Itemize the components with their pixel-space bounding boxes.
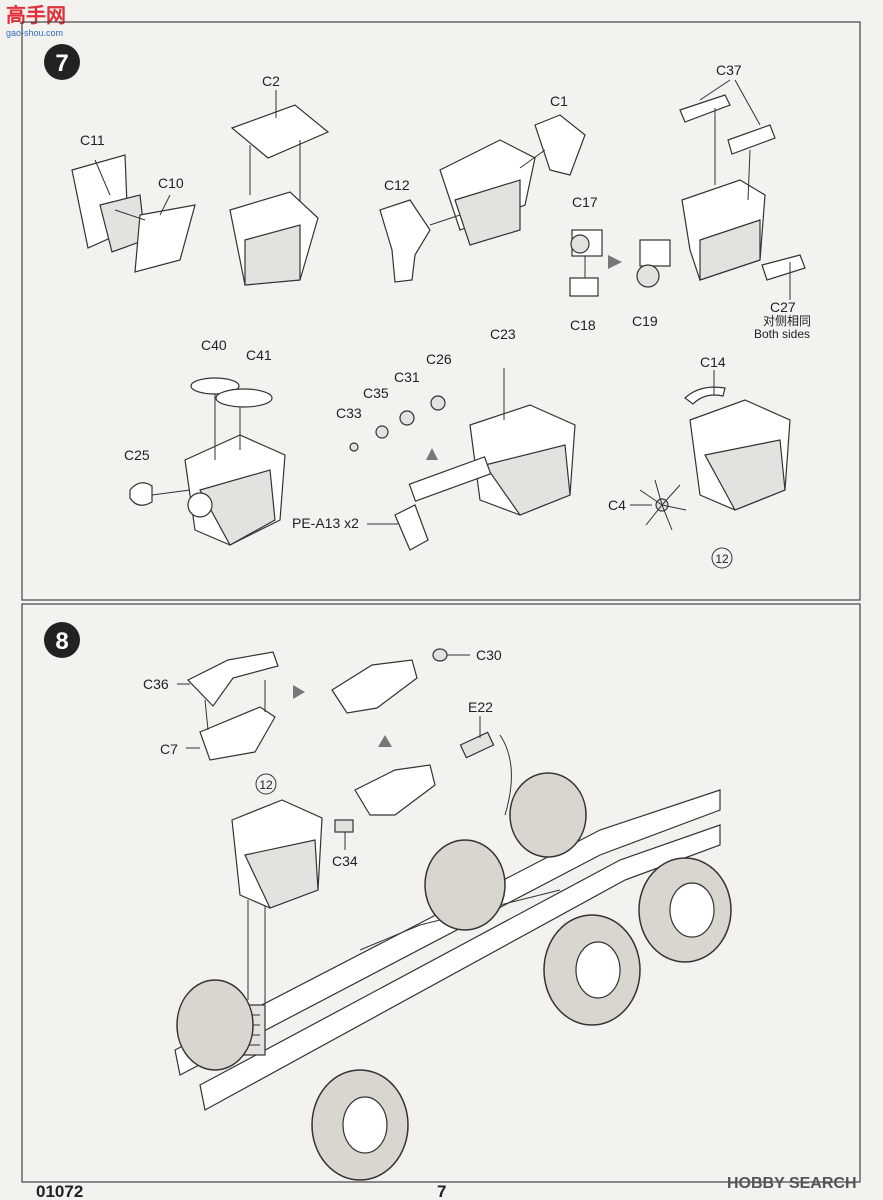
- c2-assembly: C2: [229, 73, 330, 286]
- label-c27-note-en: Both sides: [754, 327, 810, 341]
- label-c33: C33: [336, 405, 362, 421]
- engine-step-8: 12: [231, 773, 323, 1005]
- wheel-front-right: [311, 1069, 409, 1181]
- label-c17: C17: [572, 194, 598, 210]
- label-c11: C11: [80, 132, 105, 148]
- wheel-rear-right-1: [543, 914, 641, 1026]
- step-7-number: 7: [55, 50, 68, 77]
- wheel-rear-left-2: [509, 772, 587, 858]
- wheel-rear-right-2: [638, 857, 732, 963]
- label-c12: C12: [384, 177, 410, 193]
- label-c23: C23: [490, 326, 516, 342]
- wheel-rear-left-1: [424, 839, 506, 931]
- e22-assembly: E22 C34: [332, 699, 512, 869]
- label-c37: C37: [716, 62, 742, 78]
- c17-c18-c19-assembly: C17 C18 C19: [569, 194, 671, 333]
- label-pe-a13: PE-A13 x2: [292, 515, 359, 531]
- label-c41: C41: [246, 347, 272, 363]
- label-c31: C31: [394, 369, 420, 385]
- label-c27: C27: [770, 299, 796, 315]
- step-8-ref-12: 12: [259, 778, 273, 792]
- label-c26: C26: [426, 351, 452, 367]
- label-c1: C1: [550, 93, 568, 109]
- step-8-frame: [21, 603, 861, 1183]
- label-c10: C10: [158, 175, 184, 191]
- label-c40: C40: [201, 337, 227, 353]
- engine-pulley-assembly: C23 C26 C31 C35 C33 PE-A13 x2: [292, 326, 576, 551]
- label-c36: C36: [143, 676, 169, 692]
- c37-c27-assembly: C37 C27 对侧相同 Both sides: [679, 62, 811, 341]
- label-c35: C35: [363, 385, 389, 401]
- page-number: 7: [437, 1182, 446, 1200]
- fan: [639, 479, 687, 531]
- step-7-badge: 7: [44, 44, 80, 80]
- c12-c1-assembly: C12 C1: [379, 93, 586, 283]
- label-c27-note-cn: 对侧相同: [763, 314, 811, 328]
- label-c2: C2: [262, 73, 280, 89]
- c11-c10-assembly: C11 C10: [71, 132, 196, 273]
- label-c25: C25: [124, 447, 150, 463]
- c30-housing-assembly: C30: [331, 647, 502, 747]
- watermark-url: gao-shou.com: [6, 28, 63, 38]
- step-8-number: 8: [55, 628, 68, 655]
- c36-c7-assembly: C36 C7: [143, 651, 305, 761]
- watermark-logo: 高手网: [6, 3, 66, 27]
- label-c4: C4: [608, 497, 626, 513]
- label-c14: C14: [700, 354, 726, 370]
- product-code: 01072: [36, 1182, 83, 1200]
- step-7-frame: [21, 21, 861, 601]
- label-e22: E22: [468, 699, 493, 715]
- site-watermark: 高手网 gao-shou.com: [6, 3, 66, 38]
- step-7-ref-12: 12: [715, 552, 729, 566]
- step-8-badge: 8: [44, 622, 80, 658]
- label-c7: C7: [160, 741, 178, 757]
- label-c30: C30: [476, 647, 502, 663]
- engine-c40-c41-assembly: C40 C41 C25: [124, 337, 286, 546]
- engine-fan-assembly: C14 C4 12: [608, 354, 791, 569]
- label-c18: C18: [570, 317, 596, 333]
- hobby-search-logo: HOBBY SEARCH: [727, 1175, 857, 1192]
- wheel-front-left: [176, 979, 254, 1071]
- label-c34: C34: [332, 853, 358, 869]
- label-c19: C19: [632, 313, 658, 329]
